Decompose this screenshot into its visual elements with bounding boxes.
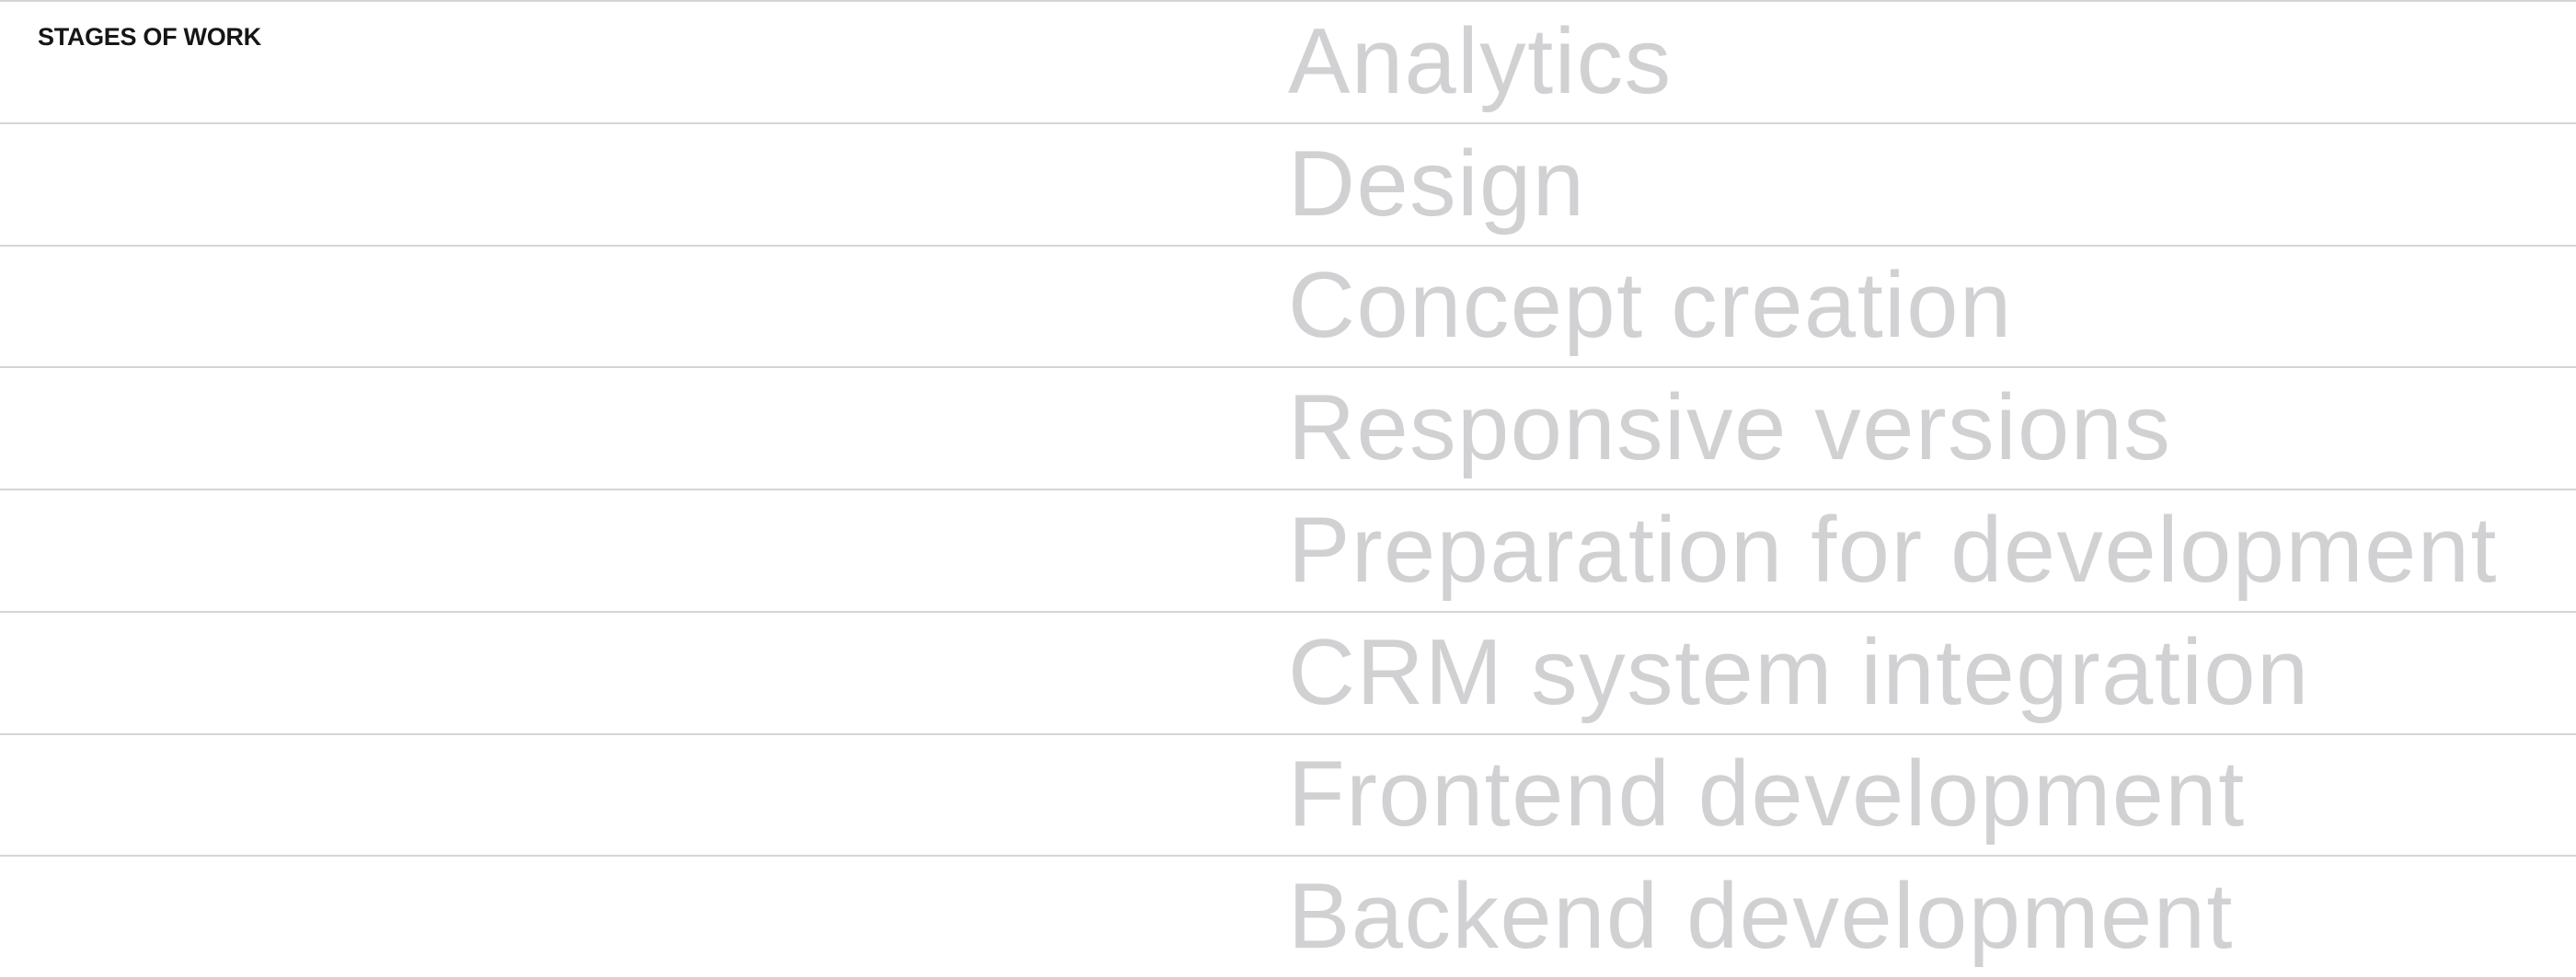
stage-label: Responsive versions	[1288, 376, 2172, 480]
stage-row[interactable]: Backend development	[0, 857, 2576, 979]
stage-label: Backend development	[1288, 865, 2234, 969]
stage-label: Design	[1288, 132, 1586, 236]
stage-row[interactable]: Preparation for development	[0, 490, 2576, 613]
stage-label: CRM system integration	[1288, 620, 2310, 724]
stage-row[interactable]: Design	[0, 124, 2576, 247]
section-label: STAGES OF WORK	[38, 23, 261, 51]
stage-row[interactable]: Analytics	[0, 2, 2576, 124]
stage-label: Analytics	[1288, 9, 1673, 113]
stage-row[interactable]: Frontend development	[0, 735, 2576, 858]
stage-label: Concept creation	[1288, 254, 2013, 358]
stage-label: Frontend development	[1288, 743, 2246, 847]
stage-row[interactable]: Responsive versions	[0, 368, 2576, 490]
stage-row[interactable]: Concept creation	[0, 247, 2576, 369]
stage-row[interactable]: CRM system integration	[0, 613, 2576, 735]
stage-label: Preparation for development	[1288, 498, 2498, 602]
